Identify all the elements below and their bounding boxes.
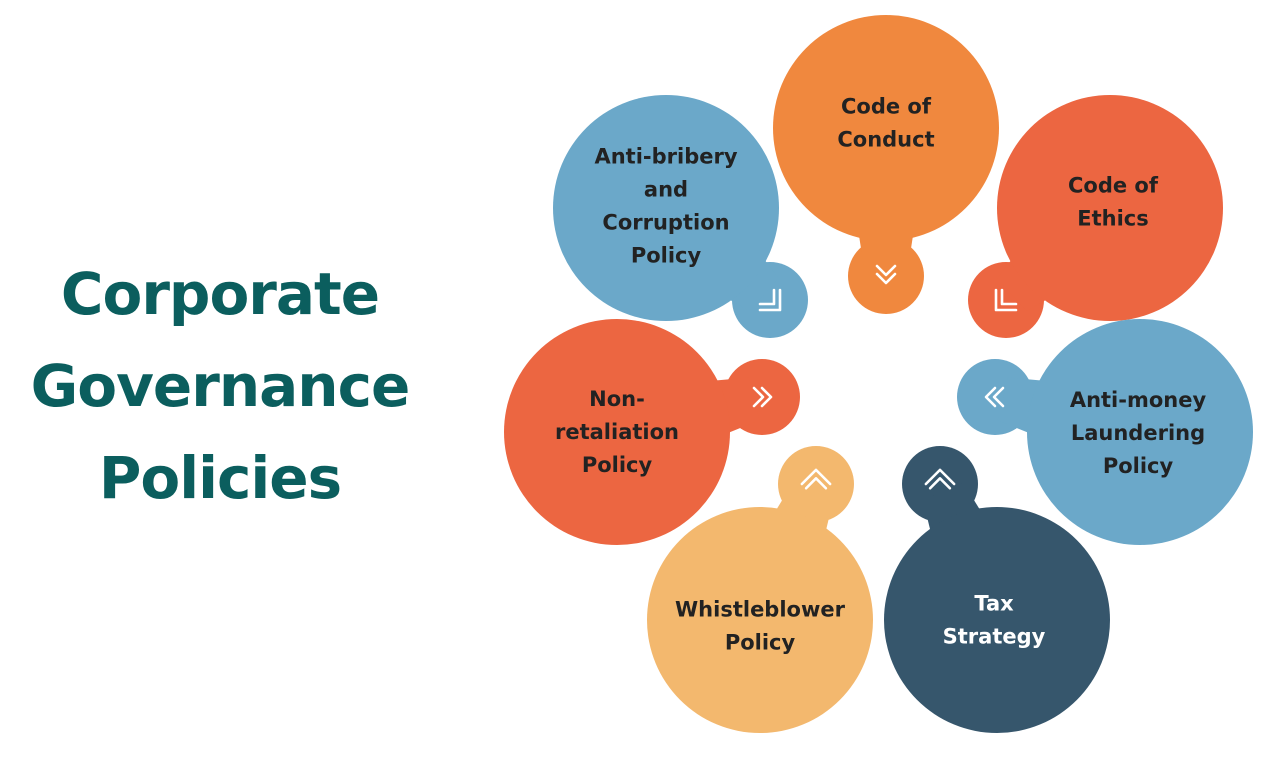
policy-label-line: Tax bbox=[974, 592, 1014, 616]
policy-label-line: Strategy bbox=[943, 625, 1046, 649]
policy-label: Code of Ethics bbox=[1068, 174, 1159, 231]
bubble-circle bbox=[647, 507, 873, 733]
policy-label-line: Code of bbox=[1068, 174, 1159, 198]
chevron-double-down-icon bbox=[875, 264, 897, 285]
corner-arrow-up-left-icon bbox=[924, 468, 956, 490]
bubble-circle bbox=[773, 15, 999, 241]
policy-label-line: Policy bbox=[725, 631, 796, 655]
policy-label-line: Policy bbox=[1103, 454, 1174, 478]
policy-label-line: Conduct bbox=[837, 128, 934, 152]
policy-label-line: Whistleblower bbox=[675, 598, 846, 622]
chevron-double-right-icon bbox=[752, 386, 773, 408]
bubble-circle bbox=[504, 319, 730, 545]
policy-label-line: retaliation bbox=[555, 420, 679, 444]
chevron-double-left-icon bbox=[984, 386, 1005, 408]
policy-label-line: Corruption bbox=[602, 211, 729, 235]
bubble-circle bbox=[997, 95, 1223, 321]
policy-label-line: Policy bbox=[582, 453, 653, 477]
policy-label-line: Code of bbox=[841, 95, 932, 119]
policy-label-line: Anti-bribery bbox=[594, 145, 737, 169]
page-title: Corporate Governance Policies bbox=[0, 248, 440, 524]
bubble-circle bbox=[1027, 319, 1253, 545]
policy-label-line: Non- bbox=[589, 387, 645, 411]
policy-label-line: Policy bbox=[631, 244, 702, 268]
policy-label-line: Laundering bbox=[1071, 421, 1205, 445]
policy-label-line: and bbox=[644, 178, 688, 202]
bubble-circle bbox=[553, 95, 779, 321]
corner-arrow-up-right-icon bbox=[800, 468, 832, 490]
bubble-circle bbox=[884, 507, 1110, 733]
policy-bubble-code-of-conduct: Code of Conduct bbox=[773, 15, 999, 314]
corner-arrow-down-right-icon bbox=[758, 288, 782, 312]
title-line-1: Corporate bbox=[60, 260, 380, 328]
corner-arrow-down-left-icon bbox=[994, 288, 1018, 312]
policy-label-line: Anti-money bbox=[1070, 388, 1207, 412]
policy-label: Code of Conduct bbox=[837, 95, 934, 152]
title-line-3: Policies bbox=[98, 444, 342, 512]
policy-label-line: Ethics bbox=[1077, 207, 1148, 231]
title-line-2: Governance bbox=[30, 352, 411, 420]
policy-bubble-code-of-ethics: Code of Ethics bbox=[968, 95, 1223, 338]
